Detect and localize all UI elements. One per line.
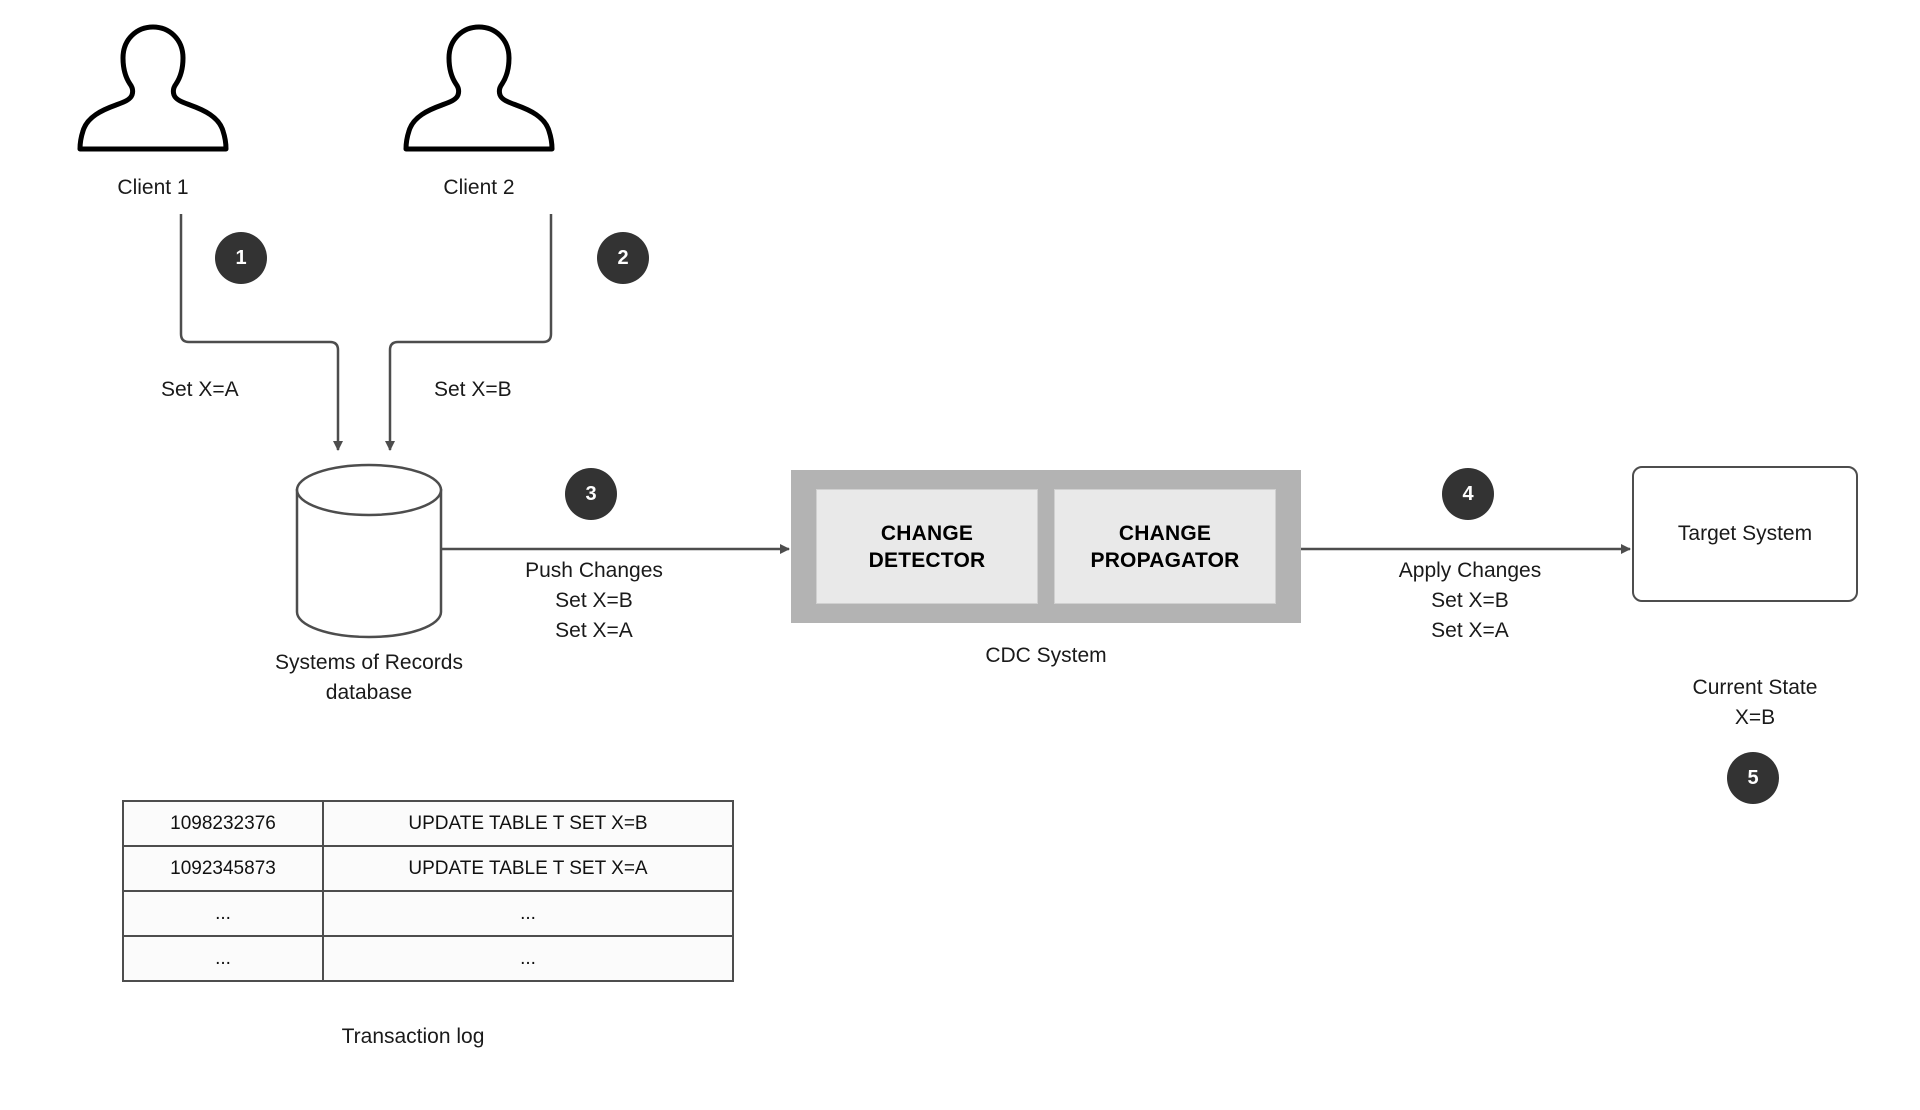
target-system-label: Target System — [1677, 522, 1813, 545]
push-changes-label-line-2: Set X=B — [555, 589, 633, 612]
current-state-line-1: Current State — [1692, 676, 1818, 699]
change-detector-line-2: DETECTOR — [868, 548, 986, 572]
step-badge-1: 1 — [215, 232, 267, 284]
table-row[interactable]: 1092345873 UPDATE TABLE T SET X=A — [122, 845, 734, 892]
transaction-statement-cell: ... — [322, 890, 734, 937]
user-icon-client-1 — [77, 24, 229, 152]
cdc-system-caption: CDC System — [985, 644, 1107, 667]
change-propagator-line-2: PROPAGATOR — [1090, 548, 1240, 572]
transaction-id-cell: 1092345873 — [122, 845, 324, 892]
step-badge-2: 2 — [597, 232, 649, 284]
table-row[interactable]: 1098232376 UPDATE TABLE T SET X=B — [122, 800, 734, 847]
client-2-label: Client 2 — [443, 176, 515, 199]
apply-changes-label-line-3: Set X=A — [1431, 619, 1509, 642]
edge-label-set-x-a: Set X=A — [161, 378, 239, 401]
transaction-id-cell: 1098232376 — [122, 800, 324, 847]
connector-client2-to-database — [385, 214, 553, 451]
transaction-id-cell: ... — [122, 935, 324, 982]
apply-changes-label-line-1: Apply Changes — [1398, 559, 1542, 582]
transaction-id-cell: ... — [122, 890, 324, 937]
transaction-log-table: 1098232376 UPDATE TABLE T SET X=B 109234… — [122, 800, 734, 982]
transaction-statement-cell: UPDATE TABLE T SET X=A — [322, 845, 734, 892]
transaction-statement-cell: UPDATE TABLE T SET X=B — [322, 800, 734, 847]
current-state-line-2: X=B — [1734, 706, 1776, 729]
change-propagator-box[interactable]: CHANGE PROPAGATOR — [1054, 489, 1276, 604]
push-changes-label-line-3: Set X=A — [555, 619, 633, 642]
database-caption-line-1: Systems of Records — [275, 651, 463, 674]
change-propagator-line-1: CHANGE — [1118, 521, 1212, 545]
table-row[interactable]: ... ... — [122, 890, 734, 937]
change-detector-box[interactable]: CHANGE DETECTOR — [816, 489, 1038, 604]
target-system-box[interactable]: Target System — [1632, 466, 1858, 602]
database-caption-line-2: database — [325, 681, 413, 704]
client-1-label: Client 1 — [117, 176, 189, 199]
step-badge-4: 4 — [1442, 468, 1494, 520]
transaction-log-caption: Transaction log — [341, 1025, 485, 1048]
step-badge-3: 3 — [565, 468, 617, 520]
table-row[interactable]: ... ... — [122, 935, 734, 982]
user-icon-client-2 — [403, 24, 555, 152]
edge-label-set-x-b: Set X=B — [434, 378, 512, 401]
apply-changes-label-line-2: Set X=B — [1431, 589, 1509, 612]
connector-client1-to-database — [179, 214, 343, 451]
database-cylinder-icon — [295, 463, 443, 639]
transaction-statement-cell: ... — [322, 935, 734, 982]
push-changes-label-line-1: Push Changes — [525, 559, 663, 582]
transaction-log-body: 1098232376 UPDATE TABLE T SET X=B 109234… — [122, 800, 734, 982]
change-detector-line-1: CHANGE — [880, 521, 974, 545]
step-badge-5: 5 — [1727, 752, 1779, 804]
